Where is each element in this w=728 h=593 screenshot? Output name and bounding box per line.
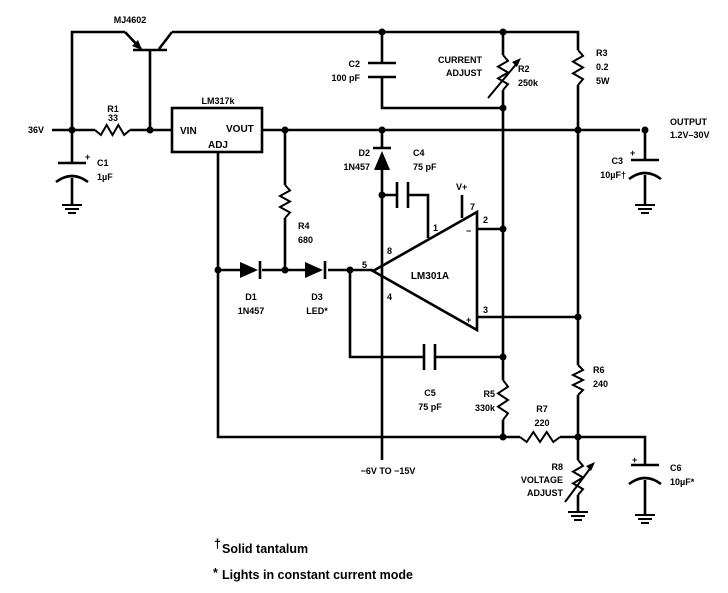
resistor-r7 xyxy=(519,430,561,444)
transistor-mj4602 xyxy=(124,31,174,52)
footnote-led: Lights in constant current mode xyxy=(222,568,413,582)
negative-supply-label: −6V TO −15V xyxy=(361,466,416,476)
d3-value: LED* xyxy=(306,306,328,316)
output-label: OUTPUT xyxy=(670,117,708,127)
r6-name: R6 xyxy=(593,365,605,375)
resistor-r6 xyxy=(570,364,586,396)
d2-name: D2 xyxy=(358,148,370,158)
r1-value: 33 xyxy=(108,113,118,123)
pin-2: 2 xyxy=(483,215,488,225)
lm317k-regulator xyxy=(170,106,264,154)
resistor-r3 xyxy=(571,49,585,86)
opamp-label: LM301A xyxy=(411,271,449,282)
r4-name: R4 xyxy=(298,221,310,231)
variable-arrows xyxy=(487,58,595,503)
wires xyxy=(52,30,647,515)
r7-name: R7 xyxy=(536,404,548,414)
r2-function-line1: CURRENT xyxy=(438,55,483,65)
r6-value: 240 xyxy=(593,379,608,389)
resistor-r5 xyxy=(496,379,510,421)
c1-polarity: + xyxy=(85,152,90,162)
r1-name: R1 xyxy=(107,104,119,114)
r4-value: 680 xyxy=(298,235,313,245)
resistor-r1 xyxy=(94,123,131,137)
d2-value: 1N457 xyxy=(343,162,370,172)
r3-value: 0.2 xyxy=(596,62,609,72)
input-voltage-label: 36V xyxy=(28,125,44,135)
r3-power: 5W xyxy=(596,76,610,86)
regulator-vout: VOUT xyxy=(226,124,254,135)
c5-value: 75 pF xyxy=(418,402,442,412)
d3-name: D3 xyxy=(311,292,323,302)
pin-5: 5 xyxy=(362,260,367,270)
c6-polarity: + xyxy=(632,455,637,465)
r2-function-line2: ADJUST xyxy=(446,68,483,78)
r8-function-line1: VOLTAGE xyxy=(521,475,563,485)
output-range: 1.2V–30V xyxy=(670,130,710,140)
c3-name: C3 xyxy=(611,156,623,166)
pin-4: 4 xyxy=(387,292,392,302)
r7-value: 220 xyxy=(534,418,549,428)
r2-value: 250k xyxy=(518,78,539,88)
opamp-vplus: V+ xyxy=(456,182,467,192)
lm301a-opamp xyxy=(370,209,479,333)
junctions xyxy=(68,28,649,441)
regulator-vin: VIN xyxy=(180,126,197,137)
opamp-plus: + xyxy=(466,315,471,325)
c2-value: 100 pF xyxy=(331,73,360,83)
pin-3: 3 xyxy=(483,305,488,315)
c1-value: 1µF xyxy=(97,172,113,182)
c3-value: 10µF† xyxy=(600,170,626,180)
c4-name: C4 xyxy=(413,148,425,158)
capacitors xyxy=(55,61,662,486)
resistor-r4 xyxy=(277,184,293,219)
r5-value: 330k xyxy=(475,403,496,413)
r2-name: R2 xyxy=(518,64,530,74)
ground-symbols xyxy=(62,204,655,524)
d1-value: 1N457 xyxy=(238,306,265,316)
footnote-tantalum: Solid tantalum xyxy=(222,542,308,556)
r5-name: R5 xyxy=(483,389,495,399)
regulator-adj: ADJ xyxy=(208,140,228,151)
c6-value: 10µF* xyxy=(670,477,695,487)
footnote-mark-asterisk: * xyxy=(213,566,218,580)
r3-name: R3 xyxy=(596,48,608,58)
footnotes: † Solid tantalum * Lights in constant cu… xyxy=(213,537,413,582)
opamp-minus: − xyxy=(466,226,471,236)
c1-name: C1 xyxy=(97,158,109,168)
c5-name: C5 xyxy=(424,388,436,398)
c6-name: C6 xyxy=(670,463,682,473)
regulator-label: LM317k xyxy=(201,96,235,106)
c4-value: 75 pF xyxy=(413,162,437,172)
pin-8: 8 xyxy=(387,246,392,256)
r8-name: R8 xyxy=(551,462,563,472)
diodes xyxy=(240,146,391,279)
pin-7: 7 xyxy=(470,202,475,212)
r8-function-line2: ADJUST xyxy=(527,488,564,498)
c2-name: C2 xyxy=(348,59,360,69)
transistor-label: MJ4602 xyxy=(114,15,147,25)
c3-polarity: + xyxy=(630,148,635,158)
footnote-mark-dagger: † xyxy=(214,537,221,551)
d1-name: D1 xyxy=(245,292,257,302)
pin-1: 1 xyxy=(433,223,438,233)
